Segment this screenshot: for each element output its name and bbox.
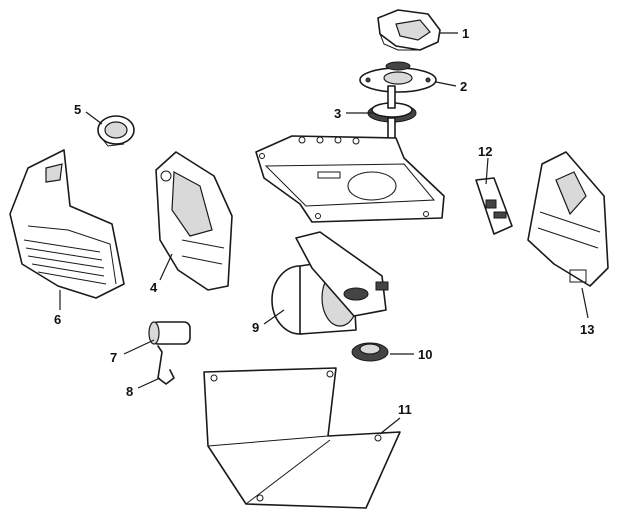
callout-labels: 1 2 3 4 5 6 7 8 9 10 11 12 13	[54, 26, 594, 417]
label-part-11: 11	[398, 402, 412, 417]
label-part-12: 12	[478, 144, 492, 159]
part-3-gear-shaft	[367, 85, 417, 147]
part-11-bottom-cover	[203, 367, 401, 509]
leader-lines	[59, 32, 589, 435]
label-part-1: 1	[462, 26, 469, 41]
label-part-4: 4	[150, 280, 158, 295]
label-part-2: 2	[460, 79, 467, 94]
part-12-circuit-board	[475, 177, 513, 235]
part-6-front-cover	[9, 149, 125, 299]
label-part-10: 10	[418, 347, 432, 362]
label-part-7: 7	[110, 350, 117, 365]
part-13-rear-housing	[527, 151, 609, 287]
part-5-lens	[97, 115, 135, 147]
part-1-cap	[377, 9, 441, 51]
label-part-3: 3	[334, 106, 341, 121]
part-4-side-housing	[155, 151, 233, 291]
label-part-9: 9	[252, 320, 259, 335]
label-part-5: 5	[74, 102, 81, 117]
chassis-plate	[255, 135, 445, 223]
label-part-13: 13	[580, 322, 594, 337]
vent-grille	[23, 239, 107, 285]
part-8-clip	[157, 345, 175, 385]
label-part-8: 8	[126, 384, 133, 399]
part-9-motor	[271, 231, 389, 335]
part-10-sprocket	[351, 342, 389, 362]
part-7-capacitor	[148, 321, 191, 345]
part-2-bearing-plate	[359, 61, 437, 93]
label-part-6: 6	[54, 312, 61, 327]
